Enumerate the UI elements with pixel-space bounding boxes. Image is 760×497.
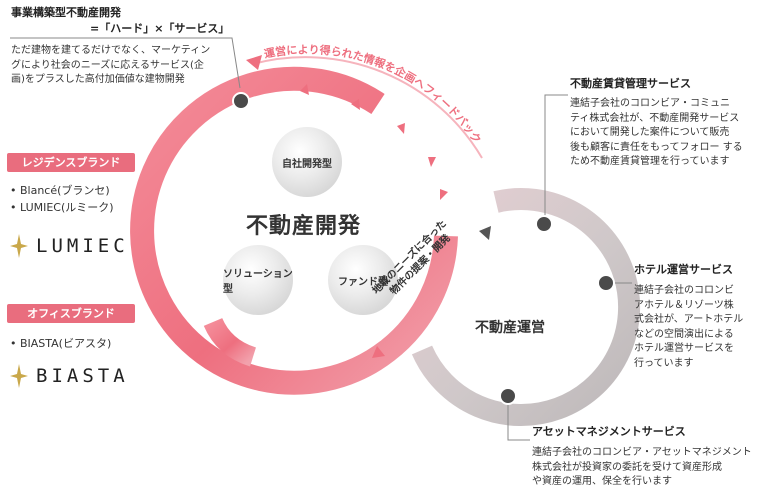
feedback-arrowhead — [246, 55, 262, 70]
leader-rental — [544, 94, 568, 220]
top-left-subtitle: =「ハード」×「サービス」 — [90, 22, 230, 35]
hotel-service-description: 連結子会社のコロンビ アホテル＆リゾーツ株 式会社が、アートホテル などの空間演… — [634, 285, 744, 369]
development-ring — [130, 66, 458, 395]
rental-service-title: 不動産賃貸管理サービス — [570, 77, 691, 90]
top-left-description: ただ建物を建てるだけでなく、マーケティン グにより社会のニーズに応えるサービス(… — [11, 45, 211, 85]
chevron-arrow-icon — [351, 99, 360, 110]
hub-fund: ファンド型 — [328, 245, 398, 315]
hub-solution: ソリューション型 — [223, 245, 293, 315]
residence-brand-badge: レジデンスブランド — [7, 153, 135, 172]
hub-own-development: 自社開発型 — [272, 127, 342, 197]
brand-item: • Blancé(ブランセ) — [10, 184, 110, 197]
chevron-arrow-icon — [428, 157, 436, 167]
sparkle-icon — [10, 234, 28, 258]
rental-service-description: 連結子会社のコロンビア・コミュニ ティ株式会社が、不動産開発サービス において開… — [570, 98, 743, 167]
biasta-logo: BIASTA — [10, 364, 129, 388]
development-ring-tail — [203, 317, 257, 367]
feedback-chevrons — [300, 84, 448, 200]
hotel-service-title: ホテル運営サービス — [634, 263, 733, 276]
lumiec-logo-text: LUMIEC — [36, 235, 129, 257]
leader-top-left — [10, 37, 241, 89]
leader-lines — [10, 37, 632, 441]
biasta-logo-text: BIASTA — [36, 365, 129, 387]
proposal-arrowhead — [479, 226, 491, 240]
operations-title: 不動産運営 — [475, 320, 545, 336]
residence-brand-list: • Blancé(ブランセ) • LUMIEC(ルミーク) — [10, 182, 114, 216]
asset-service-description: 連結子会社のコロンビア・アセットマネジメント 株式会社が投資家の委託を受けて資産… — [532, 447, 752, 487]
brand-item: • BIASTA(ビアスタ) — [10, 337, 112, 350]
development-title: 不動産開発 — [246, 214, 362, 239]
dot-asset — [499, 387, 517, 405]
connector-dots — [232, 92, 615, 405]
dot-top-left — [232, 92, 250, 110]
sparkle-icon — [10, 364, 28, 388]
dot-rental — [535, 215, 553, 233]
chevron-arrow-icon — [397, 123, 405, 134]
dot-hotel — [597, 274, 615, 292]
chevron-arrow-icon — [440, 189, 448, 200]
feedback-arc — [252, 56, 483, 159]
asset-service-title: アセットマネジメントサービス — [532, 425, 686, 438]
office-brand-list: • BIASTA(ビアスタ) — [10, 335, 111, 352]
operations-ring — [411, 188, 641, 426]
proposal-arrowhead-lower — [372, 346, 385, 358]
leader-asset — [507, 396, 530, 441]
lumiec-logo: LUMIEC — [10, 234, 129, 258]
chevron-arrow-icon — [300, 84, 309, 95]
top-left-title: 事業構築型不動産開発 — [11, 6, 121, 19]
office-brand-badge: オフィスブランド — [7, 304, 135, 323]
brand-item: • LUMIEC(ルミーク) — [10, 201, 114, 214]
